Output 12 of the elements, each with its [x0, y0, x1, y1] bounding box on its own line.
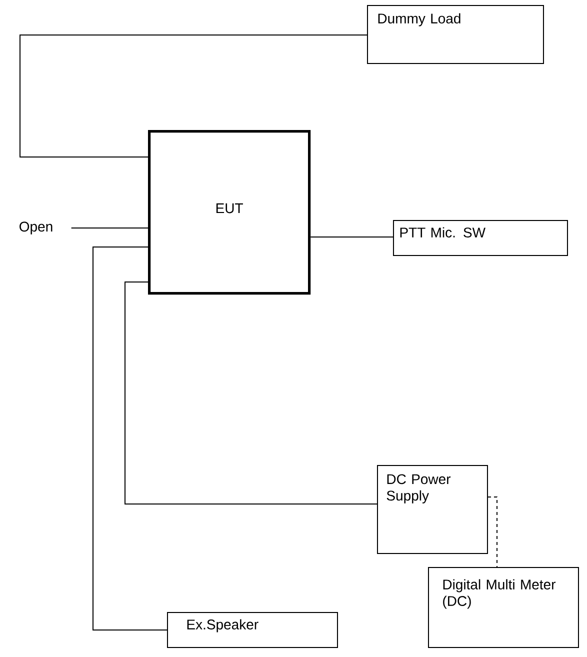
- connection-line: [20, 34, 368, 158]
- device-box: Dummy Load: [367, 5, 544, 64]
- connection-line: [310, 236, 394, 238]
- connection-line: [92, 246, 168, 630]
- connection-line: [488, 496, 498, 568]
- connection-line: [124, 282, 378, 504]
- eut-box: EUT: [148, 130, 311, 295]
- device-box: DC Power Supply: [377, 465, 488, 554]
- device-box: PTT Mic. SW: [393, 220, 568, 256]
- device-box: Digital Multi Meter (DC): [428, 567, 579, 648]
- port-label: Open: [20, 222, 52, 234]
- device-box: Ex.Speaker: [167, 612, 338, 648]
